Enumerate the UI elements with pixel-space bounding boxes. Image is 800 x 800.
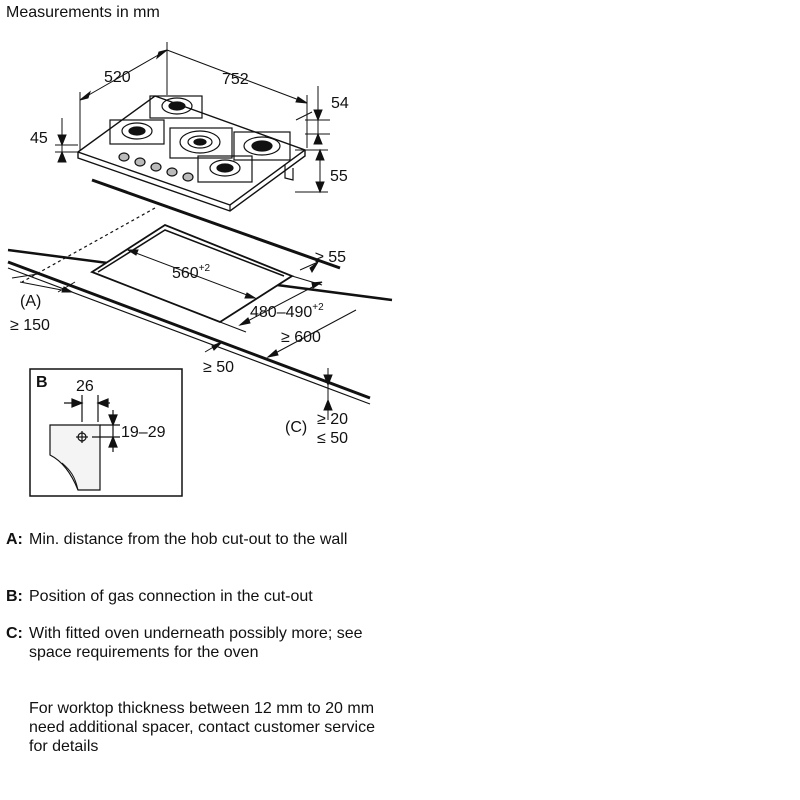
dim-hob-top-height: 54 [331,95,349,112]
callout-a: (A) [20,293,41,310]
legend-key-c: C: [6,625,23,642]
dim-cutout-depth: 480–490+2 [250,302,324,321]
worktop-drawing [7,207,393,405]
installation-diagram: 520 752 54 45 55 560+2 480–490+2 ≥ 55 ≥ … [7,42,393,497]
burner-front-left [109,119,165,145]
callout-c: (C) [285,419,307,436]
worktop-dimension-lines [11,249,357,420]
dim-worktop-thickness-min: ≥ 20 [317,411,348,428]
legend-item-b: B: Position of gas connection in the cut… [6,587,386,606]
dim-hob-width: 752 [222,71,249,88]
burner-centre-wok [169,127,233,159]
dim-hob-front-edge: 45 [30,130,48,147]
dim-cutout-depth-value: 480–490 [250,304,312,321]
dim-wall-clearance: ≥ 150 [10,317,50,334]
hob-dimension-lines [55,42,330,194]
dim-hob-depth: 520 [104,69,131,86]
measurements-title: Measurements in mm [6,4,160,21]
legend-key-b: B: [6,588,23,605]
dim-worktop-depth: ≥ 600 [281,329,321,346]
hob-drawing [76,95,307,212]
inset-b-label: B [36,374,48,391]
legend-text-b: Position of gas connection in the cut-ou… [29,588,313,605]
burner-rear-right [233,131,291,161]
dim-rear-clearance: ≥ 55 [315,249,346,266]
inset-b [29,368,183,497]
legend-key-a: A: [6,531,23,548]
dim-cutout-depth-sup: +2 [312,302,324,313]
dim-worktop-thickness-max: ≤ 50 [317,430,348,447]
legend-text-a: Min. distance from the hob cut-out to th… [29,531,348,548]
dim-cutout-width: 560+2 [172,263,211,282]
dim-hob-below-height: 55 [330,168,348,185]
burner-front-right [197,155,253,183]
legend-text-c: With fitted oven underneath possibly mor… [29,625,363,661]
dim-cutout-width-value: 560 [172,265,199,282]
inset-b-height-range: 19–29 [121,424,166,441]
legend-item-a: A: Min. distance from the hob cut-out to… [6,530,386,549]
burner-rear-left [149,95,203,119]
dim-front-clearance: ≥ 50 [203,359,234,376]
inset-b-frame [29,368,183,497]
inset-b-offset: 26 [76,378,94,395]
dim-cutout-width-sup: +2 [199,263,211,274]
spacer-note: For worktop thickness between 12 mm to 2… [29,700,375,755]
legend-item-c: C: With fitted oven underneath possibly … [6,624,376,662]
control-knobs [118,152,194,182]
